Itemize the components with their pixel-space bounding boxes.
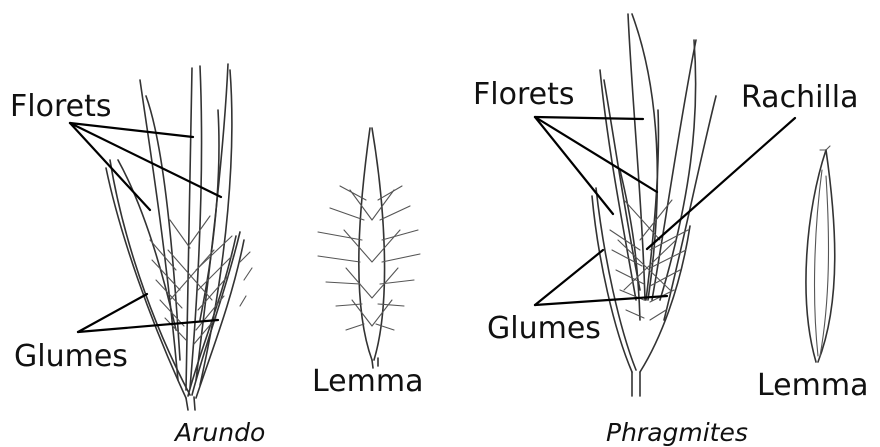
phragmites-caption: Phragmites — [606, 418, 748, 447]
arundo-caption: Arundo — [173, 418, 265, 447]
phragmites-lemma-label: Lemma — [757, 368, 868, 403]
arundo-panel: Florets Glumes Lemma Arundo — [10, 64, 423, 447]
arundo-glumes-label: Glumes — [14, 339, 128, 374]
phragmites-panel: Florets Rachilla Glumes Lemma Phragmites — [473, 14, 868, 447]
phragmites-florets-pointers — [535, 117, 657, 214]
phragmites-lemma-drawing — [806, 146, 835, 362]
arundo-lemma-label: Lemma — [312, 364, 423, 399]
phragmites-florets-label: Florets — [473, 77, 574, 112]
arundo-florets-pointers — [70, 123, 221, 210]
phragmites-glumes-label: Glumes — [487, 311, 601, 346]
phragmites-rachilla-pointer — [647, 118, 795, 249]
arundo-lemma-drawing — [318, 128, 420, 368]
arundo-florets-label: Florets — [10, 89, 111, 124]
phragmites-rachilla-label: Rachilla — [741, 80, 858, 115]
